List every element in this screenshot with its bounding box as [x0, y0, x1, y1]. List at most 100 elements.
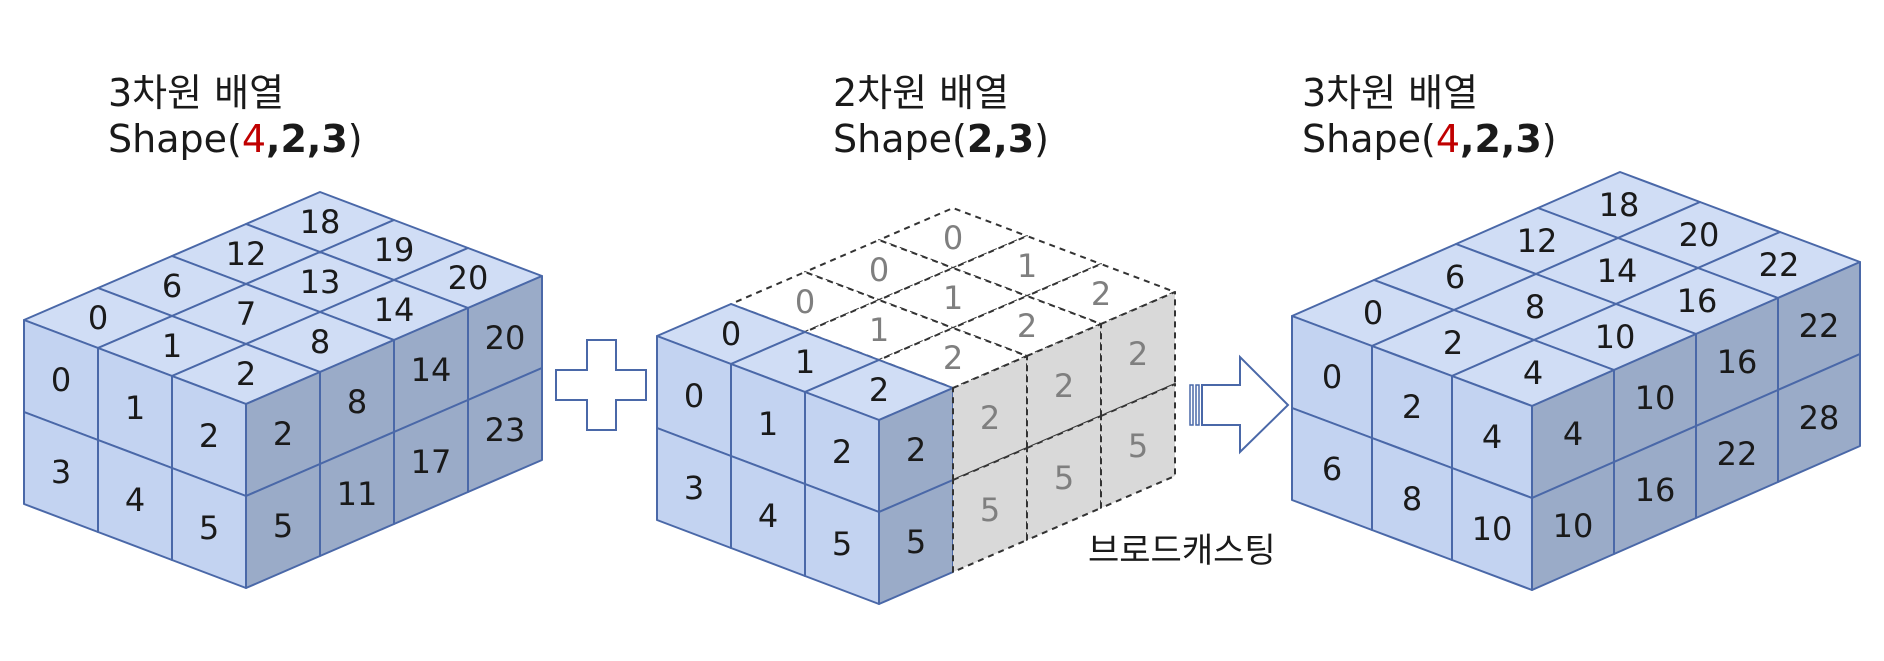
panel-3-top-value: 2: [1443, 324, 1463, 362]
panel-3-side-cell: [1777, 353, 1861, 483]
arrow-right-icon: [1189, 354, 1290, 455]
panel-2-side-cell: [1100, 291, 1176, 417]
panel-1-shape-label: Shape(4,2,3): [108, 117, 363, 161]
panel-3-side-value: 22: [1717, 435, 1758, 473]
panel-2-side-cell: [1100, 383, 1176, 509]
panel-1-side-value: 14: [411, 351, 452, 389]
panel-3-front-value: 2: [1402, 388, 1422, 426]
panel-2-side-value: 2: [1054, 367, 1074, 405]
panel-1-top-value: 2: [236, 355, 256, 393]
panel-2-top-value: 2: [1091, 275, 1111, 313]
panel-1-top-value: 8: [310, 323, 330, 361]
panel-2-side-value: 2: [1128, 335, 1148, 373]
panel-2-top-value: 1: [869, 311, 889, 349]
panel-3-top-value: 10: [1595, 318, 1636, 356]
panel-1-front-value: 2: [199, 417, 219, 455]
panel-2-side-value: 2: [906, 431, 926, 469]
panel-3-front-value: 8: [1402, 480, 1422, 518]
panel-2-top-value: 1: [943, 279, 963, 317]
panel-3-title: 3차원 배열 Shape(4,2,3): [1302, 70, 1557, 162]
panel-1-top-value: 18: [300, 203, 341, 241]
panel-1-shape-highlight: 4: [241, 117, 267, 161]
panel-2-title: 2차원 배열 Shape(2,3): [833, 70, 1049, 162]
panel-1-front-value: 0: [51, 361, 71, 399]
panel-1-side-value: 8: [347, 383, 367, 421]
panel-2-top-value: 0: [721, 315, 741, 353]
panel-2-top-value: 1: [795, 343, 815, 381]
panel-3-top-value: 20: [1679, 216, 1720, 254]
panel-2-side-value: 5: [980, 491, 1000, 529]
panel-2-shape-label: Shape(2,3): [833, 117, 1049, 161]
panel-1-top-value: 20: [448, 259, 489, 297]
panel-3-top-value: 8: [1525, 288, 1545, 326]
panel-1-front-value: 1: [125, 389, 145, 427]
panel-1-side-value: 17: [411, 443, 452, 481]
panel-1-front-value: 3: [51, 453, 71, 491]
panel-3-dimension-label: 3차원 배열: [1302, 71, 1479, 115]
panel-3-top-value: 12: [1517, 222, 1558, 260]
panel-3-top-value: 22: [1759, 246, 1800, 284]
panel-3-shape-highlight: 4: [1435, 117, 1461, 161]
panel-2-top-value: 1: [1017, 247, 1037, 285]
panel-3-top-value: 6: [1445, 258, 1465, 296]
panel-2-top-value: 0: [943, 219, 963, 257]
panel-3-side-value: 16: [1717, 343, 1758, 381]
panel-3-top-value: 14: [1597, 252, 1638, 290]
panel-2-front-value: 4: [758, 497, 778, 535]
panel-2-top-value: 2: [869, 371, 889, 409]
panel-1-title: 3차원 배열 Shape(4,2,3): [108, 70, 363, 162]
panel-3-top-value: 0: [1363, 294, 1383, 332]
panel-3-top-value: 16: [1677, 282, 1718, 320]
panel-2-side-cell: [952, 355, 1028, 481]
panel-3-side-value: 22: [1799, 307, 1840, 345]
panel-1-side-cell: [467, 367, 543, 493]
panel-1-side-value: 23: [485, 411, 526, 449]
panel-1-dimension-label: 3차원 배열: [108, 71, 285, 115]
panel-2-side-value: 5: [906, 523, 926, 561]
panel-1-side-value: 5: [273, 507, 293, 545]
panel-2-front-value: 2: [832, 433, 852, 471]
panel-3-front-value: 4: [1482, 418, 1502, 456]
plus-icon: [555, 339, 647, 431]
panel-2-top-value: 0: [869, 251, 889, 289]
panel-2-top-value: 2: [943, 339, 963, 377]
panel-1-top-value: 0: [88, 299, 108, 337]
panel-1-side-value: 20: [485, 319, 526, 357]
panel-1-top-value: 7: [236, 295, 256, 333]
panel-3-side-value: 10: [1635, 379, 1676, 417]
panel-1-top-value: 14: [374, 291, 415, 329]
panel-1-front-value: 5: [199, 509, 219, 547]
panel-2-side-cell: [1026, 323, 1102, 449]
panel-2-front-value: 0: [684, 377, 704, 415]
broadcast-label: 브로드캐스팅: [1088, 531, 1276, 571]
panel-1-front-value: 4: [125, 481, 145, 519]
panel-2-side-cell: [1026, 415, 1102, 541]
panel-1-top-value: 19: [374, 231, 415, 269]
panel-1-top-value: 12: [226, 235, 267, 273]
panel-3-shape-label: Shape(4,2,3): [1302, 117, 1557, 161]
panel-2-front-value: 3: [684, 469, 704, 507]
panel-1-top-value: 13: [300, 263, 341, 301]
panel-3-top-value: 4: [1523, 354, 1543, 392]
panel-3-side-value: 16: [1635, 471, 1676, 509]
panel-2-front-value: 5: [832, 525, 852, 563]
panel-2-side-value: 2: [980, 399, 1000, 437]
panel-3-side-value: 10: [1553, 507, 1594, 545]
panel-3-side-value: 4: [1563, 415, 1583, 453]
panel-1-top-value: 6: [162, 267, 182, 305]
panel-3-front-value: 10: [1472, 510, 1513, 548]
panel-2-side-value: 5: [1054, 459, 1074, 497]
panel-3-side-value: 28: [1799, 399, 1840, 437]
panel-2-front-value: 1: [758, 405, 778, 443]
panel-3-top-value: 18: [1599, 186, 1640, 224]
panel-3-front-value: 0: [1322, 358, 1342, 396]
panel-2-side-cell: [952, 447, 1028, 573]
panel-1-top-value: 1: [162, 327, 182, 365]
panel-2-top-value: 0: [795, 283, 815, 321]
panel-1-side-value: 2: [273, 415, 293, 453]
panel-2-side-value: 5: [1128, 427, 1148, 465]
panel-2-dimension-label: 2차원 배열: [833, 71, 1010, 115]
panel-2-top-value: 2: [1017, 307, 1037, 345]
panel-3-front-value: 6: [1322, 450, 1342, 488]
